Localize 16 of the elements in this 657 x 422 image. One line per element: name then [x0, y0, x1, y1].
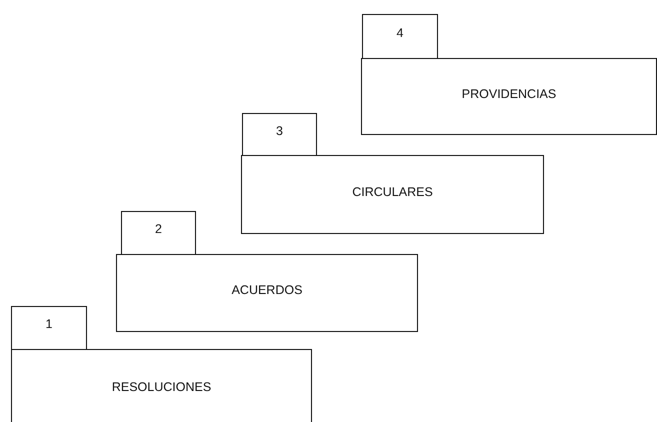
tab-number: 4: [396, 26, 404, 42]
number-tab: [362, 14, 438, 59]
tab-number: 3: [276, 124, 283, 140]
category-box: [116, 254, 418, 332]
number-tab: [121, 211, 196, 255]
number-tab: [242, 113, 317, 156]
tab-number: 1: [46, 317, 52, 333]
tab-number: 2: [155, 222, 162, 238]
number-tab: [11, 306, 87, 350]
category-label: CIRCULARES: [352, 184, 433, 200]
category-box: [11, 349, 312, 422]
category-label: RESOLUCIONES: [112, 380, 212, 396]
category-box: [241, 155, 544, 234]
category-box: [361, 58, 657, 135]
category-label: ACUERDOS: [232, 283, 302, 299]
category-label: PROVIDENCIAS: [462, 86, 556, 102]
